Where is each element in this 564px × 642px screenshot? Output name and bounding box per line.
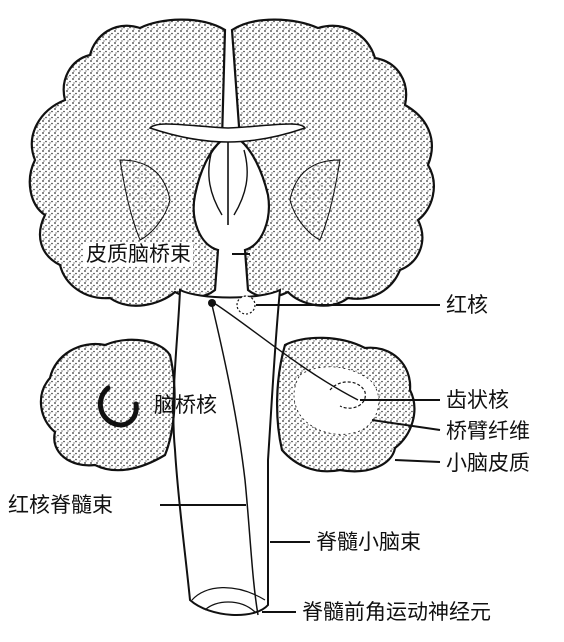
label-anterior-horn-motor-neuron: 脊髓前角运动神经元 [300,600,493,624]
corpus-callosum [148,123,307,143]
internal-capsule-left [119,159,171,241]
leader-peduncle-fibers [371,419,441,431]
cerebellum-right-inner [293,366,380,435]
label-middle-cerebellar-peduncle-fibers: 桥臂纤维 [444,419,532,443]
label-cerebellar-cortex: 小脑皮质 [444,451,532,475]
ventricle-left [208,149,223,216]
cerebellum-left [39,338,176,472]
label-corticopontine-tract: 皮质脑桥束 [84,242,193,266]
pontine-nucleus-mark [97,385,139,428]
brainstem-spinal-cord [172,288,282,616]
red-nucleus-origin [208,299,216,307]
dentatorubral-fibers [213,302,359,401]
leader-cerebellar-cortex [394,459,441,463]
rubrospinal-tract [211,304,259,616]
label-spinocerebellar-tract: 脊髓小脑束 [314,530,423,554]
red-nucleus-mark [236,295,256,315]
label-rubrospinal-tract: 红核脊髓束 [6,493,115,517]
label-dentate-nucleus: 齿状核 [444,388,511,412]
label-red-nucleus: 红核 [444,293,490,317]
label-pontine-nuclei: 脑桥核 [154,393,217,417]
dentate-nucleus-mark [329,381,366,409]
ventricle-right [233,149,248,216]
internal-capsule-right [289,159,341,241]
